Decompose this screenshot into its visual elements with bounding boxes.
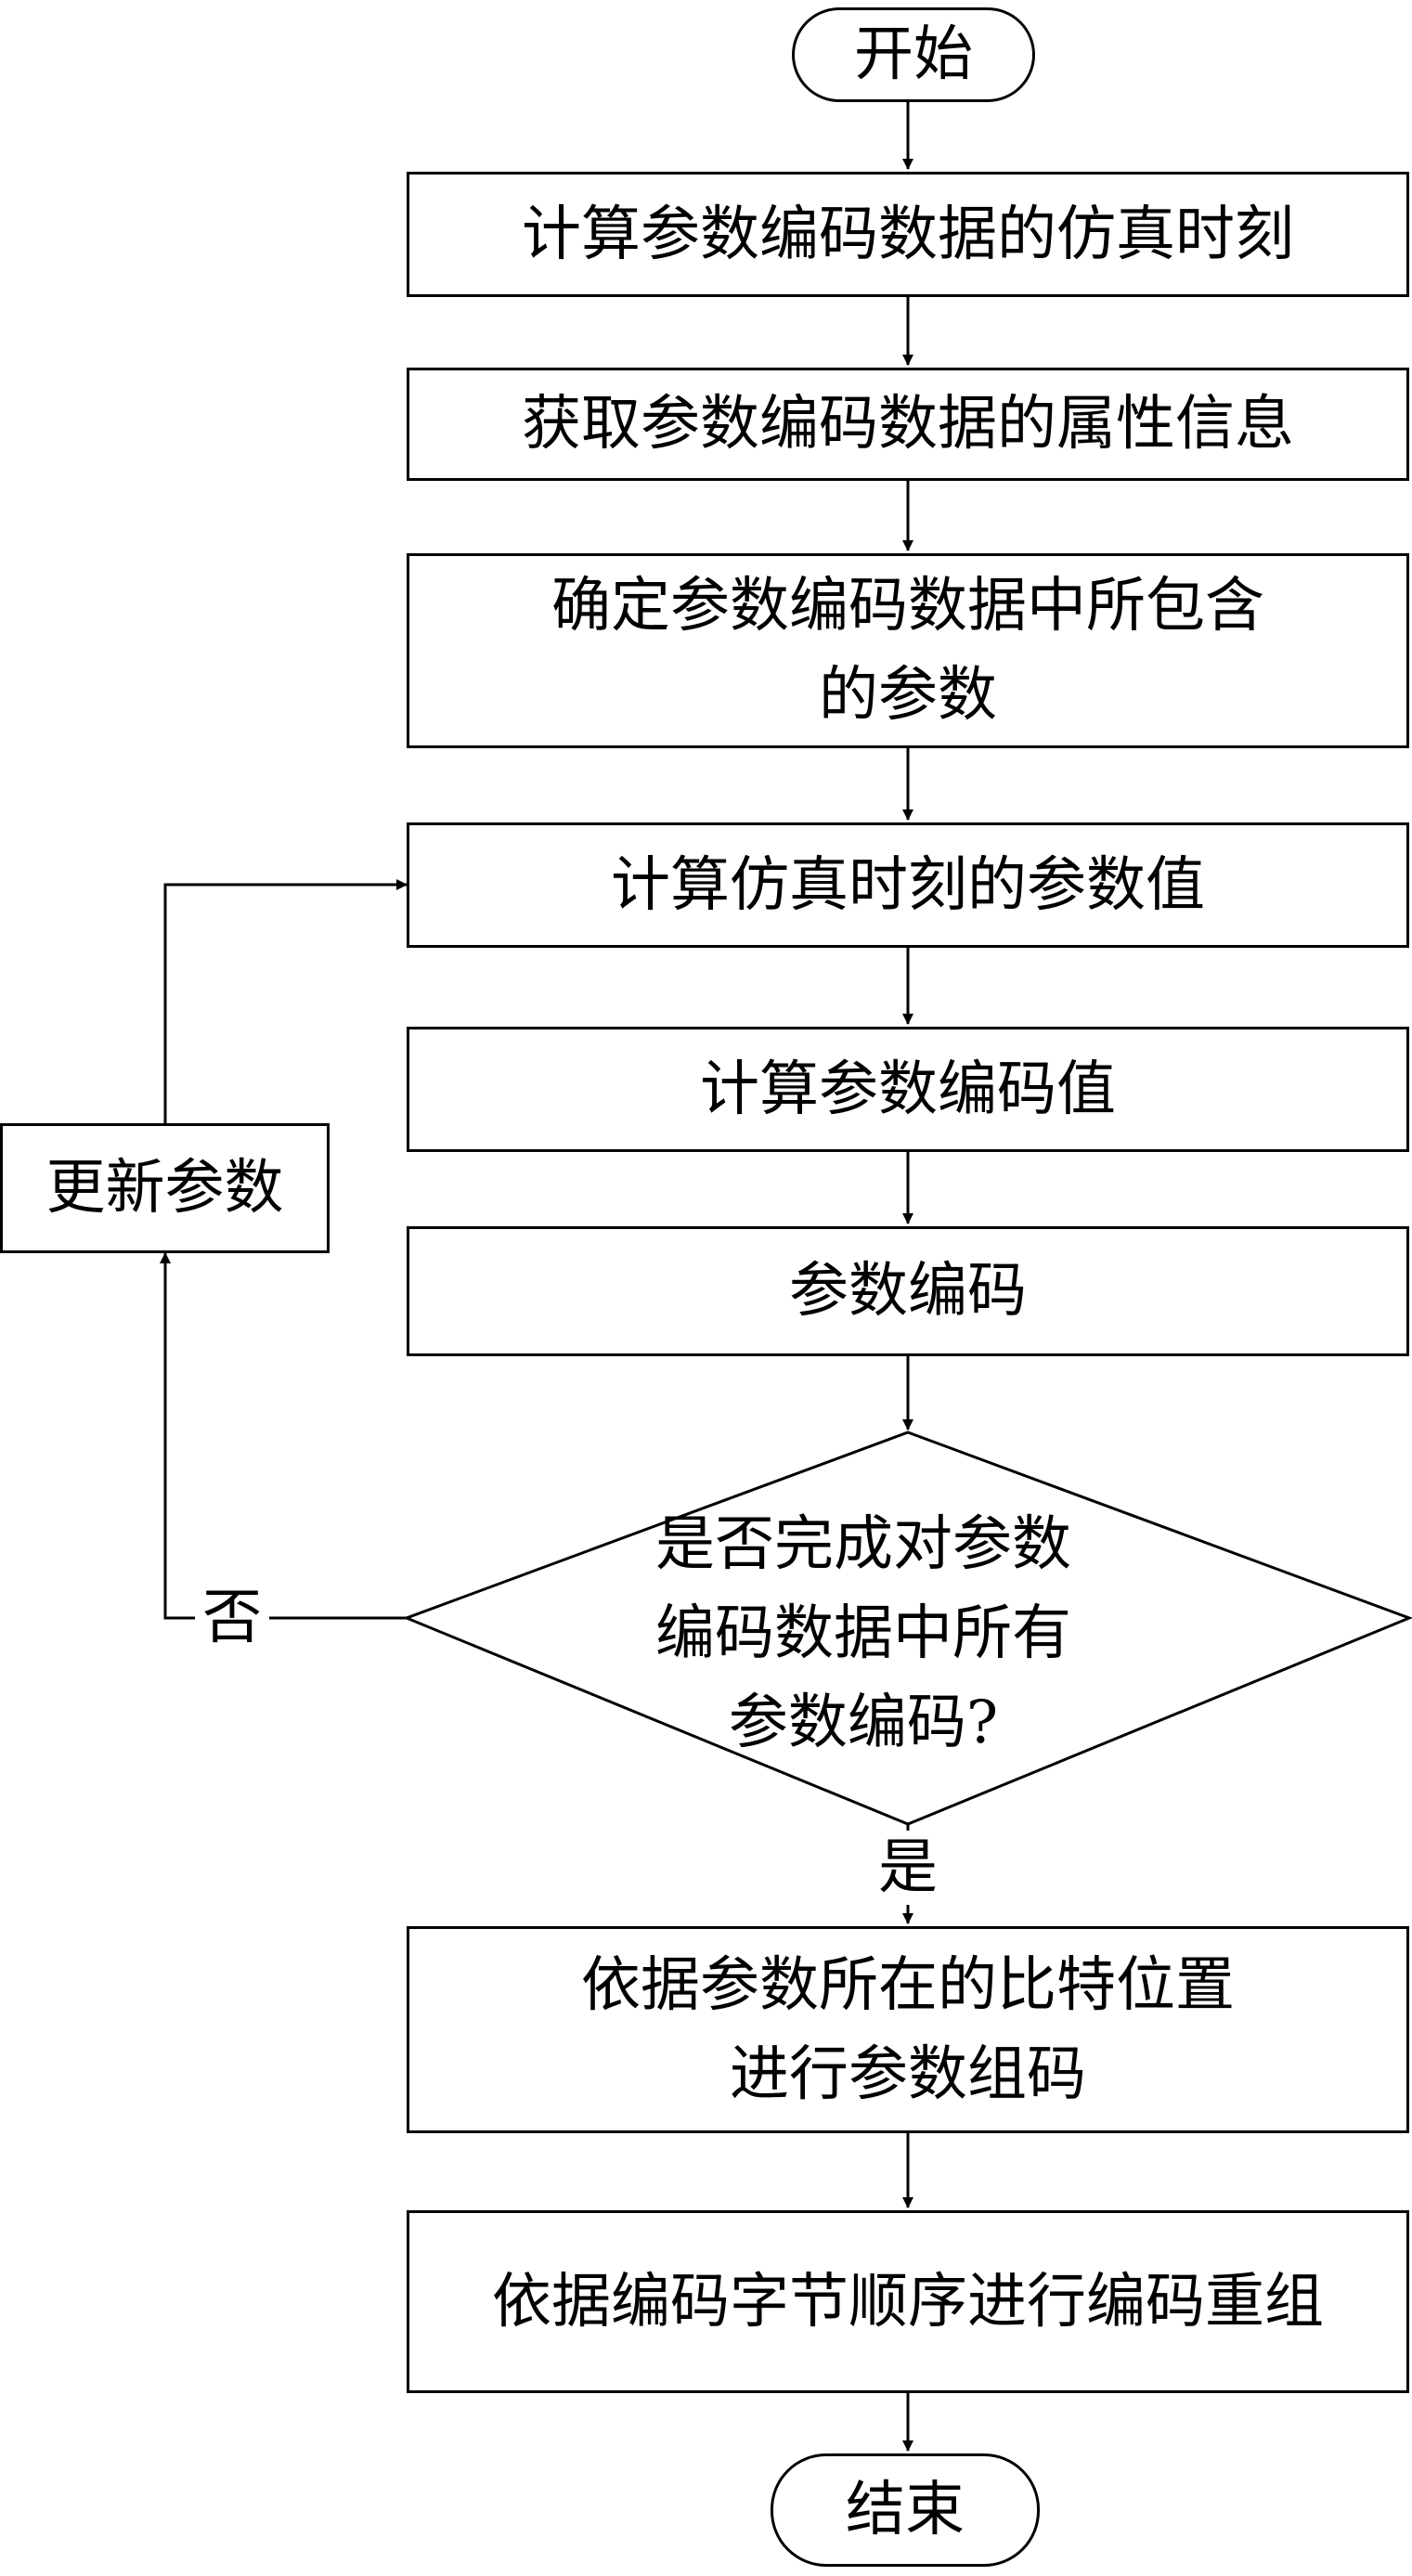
step8-label: 依据编码字节顺序进行编码重组 bbox=[492, 2267, 1324, 2337]
step7-label-line1: 依据参数所在的比特位置 bbox=[581, 1950, 1235, 2020]
step2-box: 获取参数编码数据的属性信息 bbox=[407, 368, 1409, 481]
step3-label-line2: 的参数 bbox=[819, 661, 997, 730]
edge-label-no: 否 bbox=[195, 1581, 269, 1655]
step5-label: 计算参数编码值 bbox=[700, 1055, 1116, 1124]
step5-box: 计算参数编码值 bbox=[407, 1027, 1409, 1152]
step7-box: 依据参数所在的比特位置 进行参数组码 bbox=[407, 1926, 1409, 2133]
update-params-label: 更新参数 bbox=[45, 1154, 284, 1223]
step3-label-line1: 确定参数编码数据中所包含 bbox=[551, 572, 1264, 641]
decision-text: 是否完成对参数 编码数据中所有 参数编码? bbox=[576, 1485, 1151, 1782]
decision-diamond bbox=[402, 1430, 1412, 1826]
step4-box: 计算仿真时刻的参数值 bbox=[407, 822, 1409, 948]
step3-box: 确定参数编码数据中所包含 的参数 bbox=[407, 553, 1409, 748]
step1-label: 计算参数编码数据的仿真时刻 bbox=[522, 200, 1294, 269]
decision-label-line3: 参数编码? bbox=[728, 1689, 999, 1757]
decision-label-line2: 编码数据中所有 bbox=[655, 1599, 1071, 1668]
step6-label: 参数编码 bbox=[789, 1257, 1027, 1326]
edge-update-step4 bbox=[163, 879, 408, 1123]
step2-label: 获取参数编码数据的属性信息 bbox=[522, 390, 1294, 459]
step8-box: 依据编码字节顺序进行编码重组 bbox=[407, 2210, 1409, 2393]
end-terminal: 结束 bbox=[771, 2453, 1040, 2567]
step6-box: 参数编码 bbox=[407, 1226, 1409, 1356]
step7-label-line2: 进行参数组码 bbox=[730, 2039, 1086, 2109]
edge-decision-update bbox=[160, 1252, 407, 1620]
edge-label-yes: 是 bbox=[871, 1831, 945, 1905]
start-label: 开始 bbox=[854, 20, 973, 89]
step4-label: 计算仿真时刻的参数值 bbox=[611, 850, 1205, 920]
start-terminal: 开始 bbox=[792, 7, 1035, 102]
update-params-box: 更新参数 bbox=[0, 1123, 330, 1253]
decision-label-line1: 是否完成对参数 bbox=[655, 1510, 1071, 1579]
end-label: 结束 bbox=[846, 2476, 965, 2544]
step1-box: 计算参数编码数据的仿真时刻 bbox=[407, 172, 1409, 297]
